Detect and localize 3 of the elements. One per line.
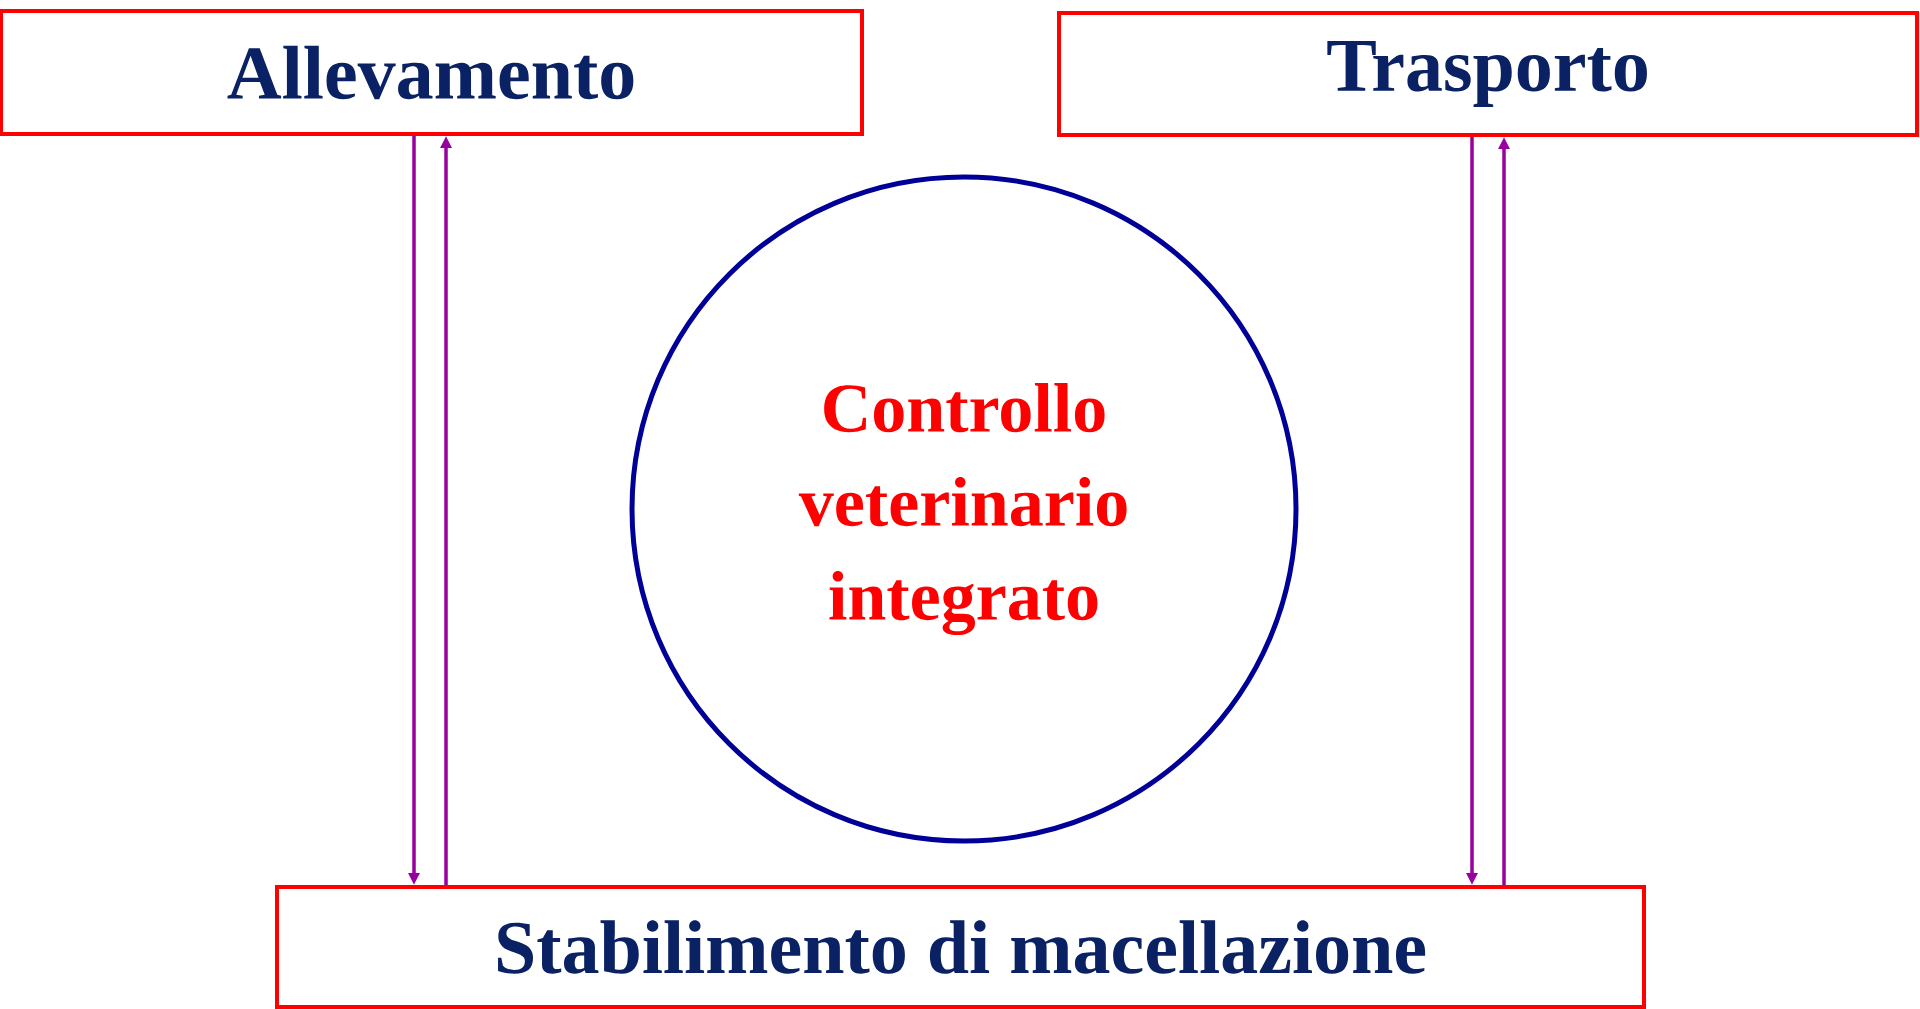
process-box: Allevamento — [0, 9, 864, 136]
process-box: Trasporto — [1057, 11, 1919, 137]
process-box: Stabilimento di macellazione — [275, 885, 1646, 1009]
